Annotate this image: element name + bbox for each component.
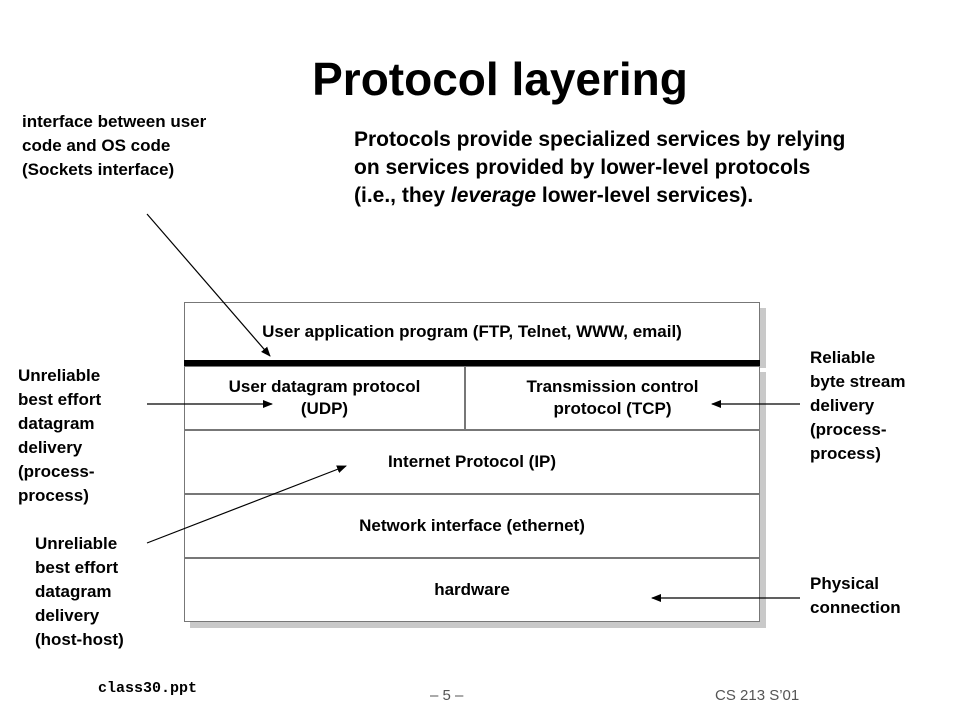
- note-line: (Sockets interface): [22, 160, 175, 179]
- layer-hardware: hardware: [184, 558, 760, 622]
- sockets-interface-note: interface between user code and OS code …: [22, 110, 206, 182]
- note-line: process): [18, 486, 89, 505]
- layer-ip-label: Internet Protocol (IP): [387, 452, 557, 471]
- ip-arrow: [146, 465, 347, 544]
- footer-filename: class30.ppt: [98, 680, 198, 697]
- note-line: (process-: [18, 462, 95, 481]
- note-line: Reliable: [810, 348, 876, 367]
- note-line: best effort: [35, 558, 119, 577]
- tcp-note: Reliable byte stream delivery (process- …: [810, 346, 905, 466]
- note-line: interface between user: [22, 112, 207, 131]
- intro-emphasis: leverage: [450, 184, 537, 207]
- note-line: Unreliable: [35, 534, 118, 553]
- note-line: delivery: [810, 396, 875, 415]
- note-line: datagram: [18, 414, 95, 433]
- layer-network-label: Network interface (ethernet): [359, 516, 585, 535]
- layer-udp-label: (UDP): [300, 399, 349, 418]
- socket-interface-line: [184, 360, 760, 366]
- layer-ip: Internet Protocol (IP): [184, 430, 760, 494]
- layer-network: Network interface (ethernet): [184, 494, 760, 558]
- ip-note: Unreliable best effort datagram delivery…: [35, 532, 124, 652]
- footer-page-number: – 5 –: [430, 687, 464, 704]
- note-line: code and OS code: [22, 136, 171, 155]
- note-line: delivery: [18, 438, 83, 457]
- slide-title: Protocol layering: [312, 53, 688, 105]
- note-line: process): [810, 444, 881, 463]
- note-line: (process-: [810, 420, 887, 439]
- intro-text-part2: lower-level services).: [536, 184, 754, 207]
- note-line: best effort: [18, 390, 102, 409]
- footer-course: CS 213 S’01: [715, 687, 800, 704]
- note-line: Physical: [810, 574, 879, 593]
- note-line: byte stream: [810, 372, 906, 391]
- layer-udp-label: User datagram protocol: [228, 377, 421, 396]
- note-line: (host-host): [35, 630, 124, 649]
- layer-udp: User datagram protocol (UDP): [184, 366, 465, 430]
- intro-text: Protocols provide specialized services b…: [354, 126, 854, 210]
- note-line: Unreliable: [18, 366, 101, 385]
- note-line: delivery: [35, 606, 100, 625]
- intro-text-part1: Protocols provide specialized services b…: [354, 128, 846, 207]
- note-line: connection: [810, 598, 901, 617]
- layer-hardware-label: hardware: [434, 580, 510, 599]
- layer-application-label: User application program (FTP, Telnet, W…: [262, 322, 682, 341]
- sockets-arrow: [146, 213, 271, 357]
- layer-tcp: Transmission control protocol (TCP): [465, 366, 760, 430]
- layer-tcp-label: Transmission control: [526, 377, 699, 396]
- physical-note: Physical connection: [810, 572, 901, 620]
- note-line: datagram: [35, 582, 112, 601]
- layer-application: User application program (FTP, Telnet, W…: [184, 302, 760, 362]
- layer-tcp-label: protocol (TCP): [553, 399, 672, 418]
- udp-note: Unreliable best effort datagram delivery…: [18, 364, 101, 508]
